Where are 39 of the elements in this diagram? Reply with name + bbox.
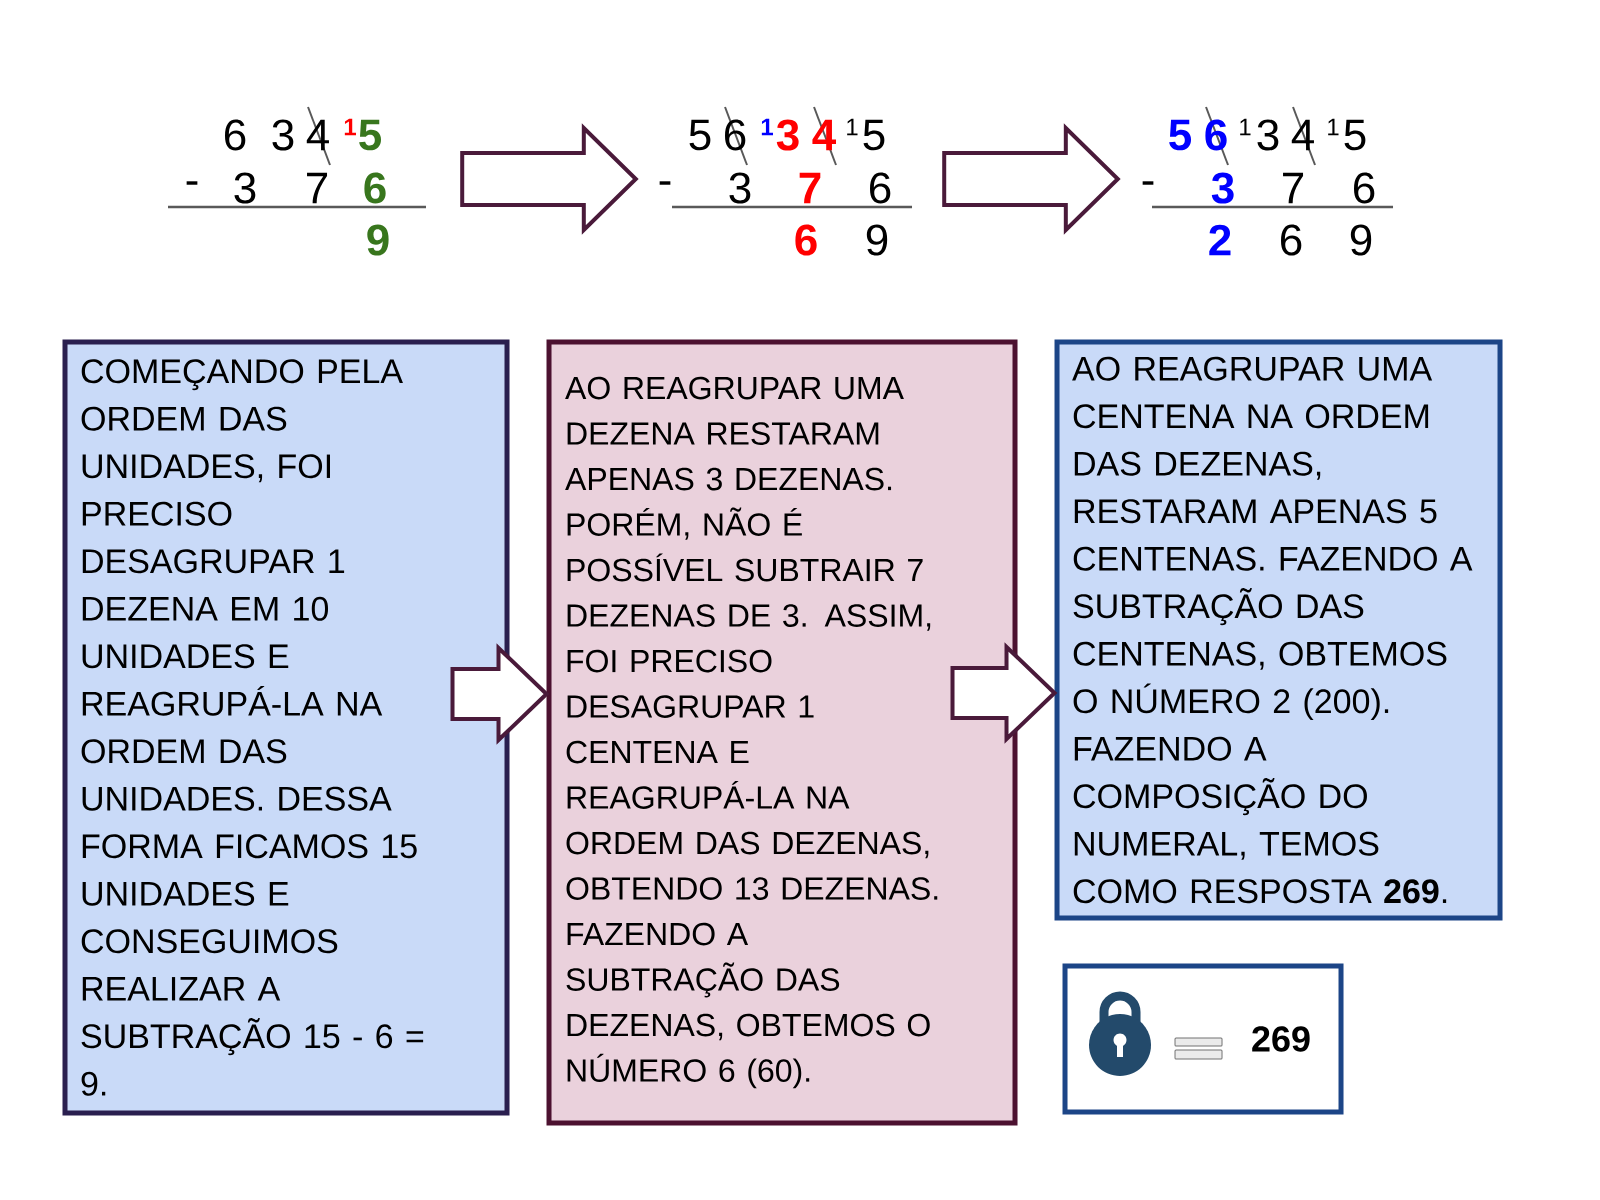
text-box: COMEÇANDO PELA ORDEM DAS UNIDADES, FOI PRECISO DESAGRUPAR 1 DEZENA EM 10 UNIDADES E REAGRUPÁ-LA NA ORDEM DAS UNIDADES. DESSA FORMA FICAMOS 15 UNIDADES E CONSEGUIMOS REALIZAR A SUBTRAÇÃO 15 - 6 = 9.: [62, 339, 510, 1116]
digit: 5: [689, 119, 711, 151]
digit: 3: [776, 119, 799, 151]
minus-sign: -: [659, 181, 671, 185]
minus-sign: -: [186, 181, 198, 185]
digit: 9: [866, 224, 888, 256]
digit: 6: [364, 172, 386, 204]
block-arrow: [460, 123, 639, 235]
digit: 3: [1257, 119, 1279, 151]
carry-digit: 1: [1240, 118, 1251, 136]
digit: 3: [729, 172, 751, 204]
digit: 6: [795, 224, 817, 256]
digit: 6: [225, 119, 246, 151]
minus-sign: -: [1142, 181, 1154, 185]
digit: 3: [272, 119, 294, 151]
carry-digit: 1: [847, 118, 858, 136]
digit: 9: [1350, 224, 1372, 256]
block-arrow: [950, 642, 1058, 744]
carry-digit: 1: [344, 118, 356, 136]
digit: 9: [367, 224, 389, 256]
block-arrow: [942, 123, 1121, 235]
digit: 5: [1169, 119, 1191, 151]
text-box: AO REAGRUPAR UMA DEZENA RESTARAM APENAS 3 DEZENAS. PORÉM, NÃO É POSSÍVEL SUBTRAIR 7 DEZENAS DE 3. ASSIM, FOI PRECISO DESAGRUPAR 1 CENTENA E REAGRUPÁ-LA NA ORDEM DAS DEZENAS, OBTENDO 13 DEZENAS. FAZENDO A SUBTRAÇÃO DAS DEZENAS, OBTEMOS O NÚMERO 6 (60).: [546, 339, 1018, 1126]
carry-digit: 1: [1328, 118, 1339, 136]
digit: 6: [1354, 172, 1375, 204]
digit: 6: [870, 172, 891, 204]
digit: 3: [234, 172, 256, 204]
digit: 5: [1344, 119, 1366, 151]
digit: 2: [1209, 224, 1231, 256]
digit: 7: [1283, 172, 1304, 204]
text-box: AO REAGRUPAR UMA CENTENA NA ORDEM DAS DEZENAS, RESTARAM APENAS 5 CENTENAS. FAZENDO A SUBTRAÇÃO DAS CENTENAS, OBTEMOS O NÚMERO 2 (200). FAZENDO A COMPOSIÇÃO DO NUMERAL, TEMOS COMO RESPOSTA 269.: [1054, 339, 1503, 921]
digit: 3: [1211, 172, 1234, 204]
digit: 7: [799, 172, 821, 204]
carry-digit: 1: [761, 118, 773, 136]
digit: 5: [863, 119, 885, 151]
digit: 7: [307, 172, 328, 204]
digit: 5: [359, 119, 381, 151]
digit: 6: [1281, 224, 1302, 256]
block-arrow: [450, 643, 550, 745]
